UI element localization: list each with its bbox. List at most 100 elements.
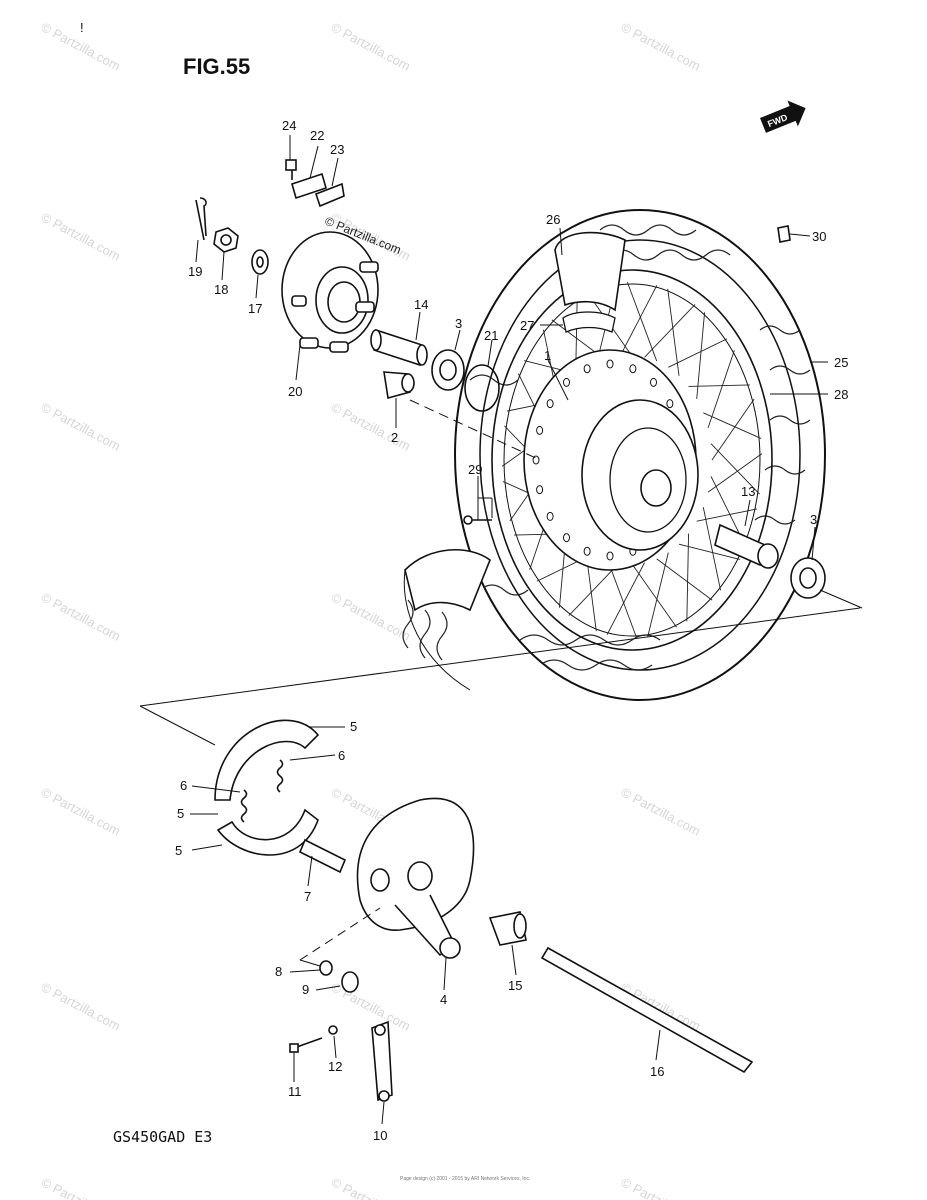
tire-cutaway — [404, 548, 491, 612]
watermark: © Partzilla.com — [329, 399, 413, 453]
callout-8: 8 — [275, 964, 282, 979]
tire-valve — [777, 225, 791, 243]
callout-21: 21 — [484, 328, 498, 343]
callout-14: 14 — [414, 297, 428, 312]
callout-3a: 3 — [455, 316, 462, 331]
hub-hole — [536, 485, 544, 495]
spoke — [710, 443, 760, 495]
callout-1: 1 — [544, 348, 551, 363]
washer-9 — [341, 971, 359, 993]
o-ring — [464, 364, 500, 412]
watermark: © Partzilla.com — [619, 1174, 703, 1200]
callout-20: 20 — [288, 384, 302, 399]
rim-band — [562, 311, 616, 333]
spoke — [688, 384, 750, 387]
watermark: © Partzilla.com — [39, 1174, 123, 1200]
callout-26: 26 — [546, 212, 560, 227]
hub-axle-bore — [640, 469, 672, 507]
callout-6b: 6 — [180, 778, 187, 793]
spoke — [686, 533, 690, 622]
spoke — [631, 563, 677, 628]
watermark: © Partzilla.com — [39, 979, 123, 1033]
watermark: © Partzilla.com — [329, 979, 413, 1033]
callout-19: 19 — [188, 264, 202, 279]
hub-hole — [546, 511, 554, 521]
spoke — [644, 304, 696, 358]
rear-axle — [540, 946, 754, 1074]
callout-18: 18 — [214, 282, 228, 297]
spoke — [702, 507, 722, 591]
watermark: © Partzilla.com — [39, 784, 123, 838]
spoke — [647, 552, 669, 637]
hub-hole — [606, 359, 614, 369]
spoke — [619, 285, 658, 358]
hub-hole — [583, 364, 591, 374]
spoke — [707, 350, 735, 429]
footer-fine-print: Page design (c) 2001 - 2015 by ARI Netwo… — [400, 1176, 530, 1182]
spoke — [703, 412, 762, 439]
callout-15: 15 — [508, 978, 522, 993]
washer-8 — [319, 960, 333, 976]
hub-hole — [546, 399, 554, 409]
watermark: © Partzilla.com — [329, 19, 413, 73]
callout-5a: 5 — [350, 719, 357, 734]
figure-title: FIG.55 — [183, 54, 250, 79]
spoke — [606, 562, 645, 635]
spoke — [626, 281, 658, 362]
brake-spring-lower — [240, 789, 248, 823]
callout-9: 9 — [302, 982, 309, 997]
wheel-rim-inner — [503, 283, 761, 637]
spoke — [656, 558, 713, 601]
spoke — [678, 543, 740, 560]
callout-27: 27 — [520, 318, 534, 333]
callout-5b: 5 — [175, 843, 182, 858]
callout-3b: 3 — [810, 512, 817, 527]
hub-hole — [536, 425, 544, 435]
callout-11: 11 — [288, 1084, 302, 1099]
watermark: © Partzilla.com — [39, 209, 123, 263]
brake-cam-lever — [371, 1020, 393, 1102]
spoke — [696, 508, 758, 522]
hub-hole — [666, 399, 674, 409]
hub-hole — [583, 546, 591, 556]
spoke — [668, 338, 728, 368]
spoke — [711, 398, 755, 461]
leader-lines — [139, 135, 863, 1125]
callout-24: 24 — [282, 118, 296, 133]
callout-10: 10 — [373, 1128, 387, 1143]
hub-hole — [563, 533, 571, 543]
cotter-pin — [195, 197, 207, 241]
chain-adjuster — [285, 159, 345, 208]
callout-5c: 5 — [177, 806, 184, 821]
spoke — [707, 453, 763, 493]
callout-7: 7 — [304, 889, 311, 904]
callout-30: 30 — [812, 229, 826, 244]
spoke — [696, 312, 706, 399]
hub-hole — [606, 551, 614, 561]
callout-labels: 1 2 3 3 4 5 5 6 6 5 7 8 9 10 11 12 13 14… — [175, 118, 848, 1143]
hub-hole — [649, 377, 657, 387]
callout-25: 25 — [834, 355, 848, 370]
callout-13: 13 — [741, 484, 755, 499]
wheel-rim-outer — [491, 269, 773, 651]
brake-shoe-upper — [214, 719, 320, 801]
rear-wheel — [402, 209, 826, 701]
hub-hole — [629, 364, 637, 374]
hub-hole — [563, 377, 571, 387]
washer-12 — [328, 1025, 338, 1035]
callout-6a: 6 — [338, 748, 345, 763]
spoke — [568, 562, 620, 616]
brake-cam — [298, 838, 347, 874]
model-code: GS450GAD E3 — [113, 1128, 212, 1146]
sprocket-drum — [281, 231, 379, 353]
callout-29: 29 — [468, 462, 482, 477]
callout-2: 2 — [391, 430, 398, 445]
watermark: © Partzilla.com — [39, 399, 123, 453]
inner-tube — [554, 231, 626, 312]
watermark: © Partzilla.com — [619, 19, 703, 73]
watermark: © Partzilla.com — [619, 784, 703, 838]
right-spacer-bearing — [714, 523, 826, 599]
watermark: © Partzilla.com — [39, 589, 123, 643]
callout-22: 22 — [310, 128, 324, 143]
